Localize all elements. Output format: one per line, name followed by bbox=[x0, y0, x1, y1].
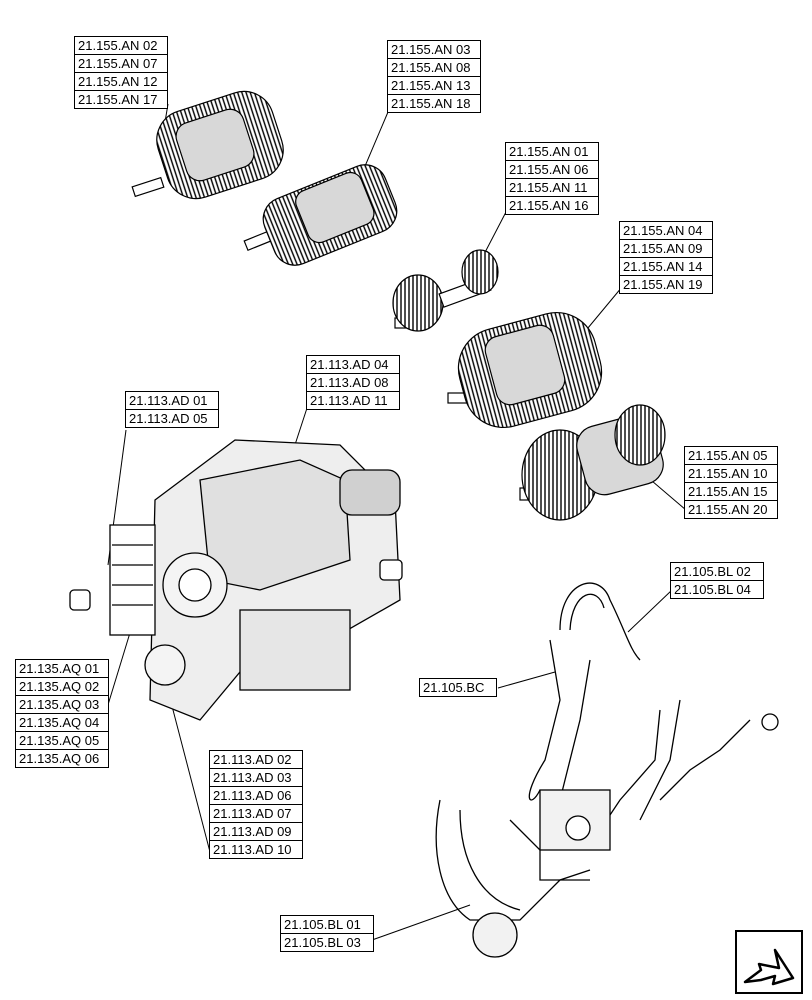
callout-ref[interactable]: 21.113.AD 01 bbox=[126, 392, 218, 410]
callout-ref[interactable]: 21.135.AQ 04 bbox=[16, 714, 108, 732]
transmission-housing bbox=[69, 439, 403, 721]
callout-ref[interactable]: 21.113.AD 06 bbox=[210, 787, 302, 805]
callout-ref[interactable]: 21.155.AN 18 bbox=[391, 96, 471, 111]
shaft-assembly-b bbox=[243, 164, 398, 266]
callout-ref[interactable]: 21.155.AN 06 bbox=[506, 161, 598, 179]
callout-ref[interactable]: 21.105.BL 02 bbox=[671, 563, 763, 581]
callout-aq-group: 21.135.AQ 01 21.135.AQ 02 21.135.AQ 03 2… bbox=[15, 659, 109, 768]
callout-ref[interactable]: 21.105.BL 01 bbox=[281, 916, 373, 934]
callout-ref[interactable]: 21.135.AQ 03 bbox=[16, 696, 108, 714]
callout-ref[interactable]: 21.155.AN 13 bbox=[388, 77, 480, 95]
callout-ref[interactable]: 21.155.AN 16 bbox=[509, 198, 589, 213]
next-page-arrow-icon[interactable] bbox=[735, 930, 803, 994]
callout-ref[interactable]: 21.135.AQ 05 bbox=[16, 732, 108, 750]
callout-ref[interactable]: 21.113.AD 08 bbox=[307, 374, 399, 392]
callout-ref[interactable]: 21.155.AN 07 bbox=[75, 55, 167, 73]
callout-ref[interactable]: 21.113.AD 04 bbox=[307, 356, 399, 374]
callout-ad-group-top: 21.113.AD 04 21.113.AD 08 21.113.AD 11 bbox=[306, 355, 400, 410]
callout-ref[interactable]: 21.155.AN 01 bbox=[506, 143, 598, 161]
shaft-assembly-d bbox=[447, 311, 603, 429]
callout-bc: 21.105.BC bbox=[419, 678, 497, 697]
callout-ref[interactable]: 21.155.AN 20 bbox=[688, 502, 768, 517]
callout-ref[interactable]: 21.155.AN 04 bbox=[620, 222, 712, 240]
callout-an-group-d: 21.155.AN 04 21.155.AN 09 21.155.AN 14 2… bbox=[619, 221, 713, 294]
callout-ref[interactable]: 21.155.AN 09 bbox=[620, 240, 712, 258]
callout-ref[interactable]: 21.155.AN 14 bbox=[620, 258, 712, 276]
callout-ref[interactable]: 21.155.AN 02 bbox=[75, 37, 167, 55]
shaft-assembly-e bbox=[519, 404, 666, 521]
callout-ref[interactable]: 21.155.AN 17 bbox=[78, 92, 158, 107]
callout-ref[interactable]: 21.155.AN 03 bbox=[388, 41, 480, 59]
callout-an-group-e: 21.155.AN 05 21.155.AN 10 21.155.AN 15 2… bbox=[684, 446, 778, 519]
callout-ref[interactable]: 21.113.AD 03 bbox=[210, 769, 302, 787]
callout-ref[interactable]: 21.155.AN 05 bbox=[685, 447, 777, 465]
callout-ref[interactable]: 21.113.AD 05 bbox=[129, 411, 208, 426]
callout-an-group-b: 21.155.AN 03 21.155.AN 08 21.155.AN 13 2… bbox=[387, 40, 481, 113]
callout-an-group-c: 21.155.AN 01 21.155.AN 06 21.155.AN 11 2… bbox=[505, 142, 599, 215]
callout-ad-group-bottom: 21.113.AD 02 21.113.AD 03 21.113.AD 06 2… bbox=[209, 750, 303, 859]
callout-ref[interactable]: 21.105.BC bbox=[423, 680, 485, 695]
callout-ref[interactable]: 21.155.AN 11 bbox=[506, 179, 598, 197]
callout-ref[interactable]: 21.135.AQ 01 bbox=[16, 660, 108, 678]
callout-an-group-a: 21.155.AN 02 21.155.AN 07 21.155.AN 12 2… bbox=[74, 36, 168, 109]
callout-ref[interactable]: 21.113.AD 07 bbox=[210, 805, 302, 823]
hydraulic-hose-harness bbox=[435, 582, 779, 958]
callout-ref[interactable]: 21.113.AD 02 bbox=[210, 751, 302, 769]
callout-bl-group-top: 21.105.BL 02 21.105.BL 04 bbox=[670, 562, 764, 599]
shaft-assembly-c bbox=[392, 249, 499, 332]
next-page-arrow-icon-graphic bbox=[735, 930, 803, 994]
callout-ref[interactable]: 21.155.AN 12 bbox=[75, 73, 167, 91]
callout-ref[interactable]: 21.155.AN 15 bbox=[685, 483, 777, 501]
callout-ad-group-left: 21.113.AD 01 21.113.AD 05 bbox=[125, 391, 219, 428]
callout-ref[interactable]: 21.155.AN 10 bbox=[685, 465, 777, 483]
callout-ref[interactable]: 21.135.AQ 02 bbox=[16, 678, 108, 696]
callout-ref[interactable]: 21.105.BL 04 bbox=[674, 582, 751, 597]
shaft-assembly-a bbox=[131, 90, 284, 200]
callout-ref[interactable]: 21.155.AN 08 bbox=[388, 59, 480, 77]
callout-ref[interactable]: 21.105.BL 03 bbox=[284, 935, 361, 950]
callout-ref[interactable]: 21.113.AD 09 bbox=[210, 823, 302, 841]
callout-ref[interactable]: 21.155.AN 19 bbox=[623, 277, 703, 292]
callout-bl-group-bottom: 21.105.BL 01 21.105.BL 03 bbox=[280, 915, 374, 952]
callout-ref[interactable]: 21.135.AQ 06 bbox=[19, 751, 100, 766]
callout-ref[interactable]: 21.113.AD 11 bbox=[310, 393, 388, 408]
callout-ref[interactable]: 21.113.AD 10 bbox=[213, 842, 292, 857]
